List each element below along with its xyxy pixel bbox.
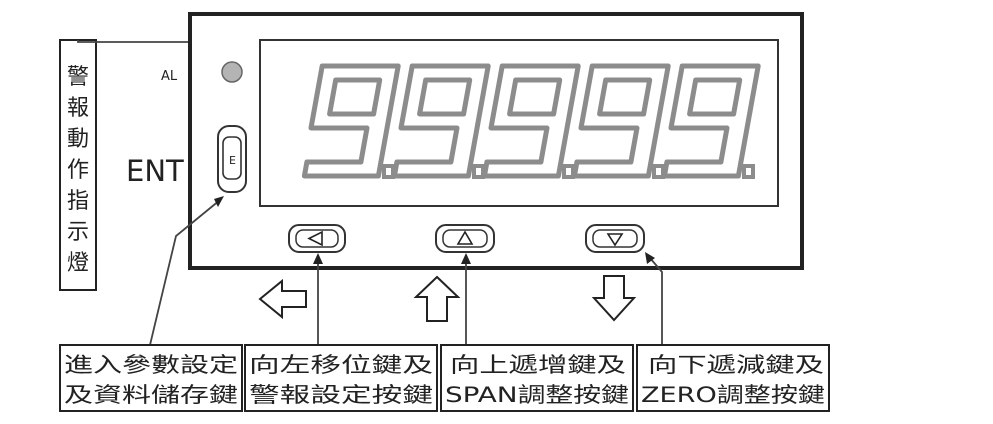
alarm-callout-char: 作 xyxy=(67,158,89,183)
display-digit xyxy=(571,63,671,179)
left-callout-line2: 警報設定按鍵 xyxy=(249,383,433,407)
alarm-callout-box xyxy=(59,39,97,291)
enter-key-inner xyxy=(222,136,242,180)
down-callout-box xyxy=(636,344,830,412)
alarm-callout-char: 燈 xyxy=(67,251,89,276)
down-callout-line2: ZERO調整按鍵 xyxy=(641,383,825,407)
enter-key-glyph: E xyxy=(229,154,236,167)
up-callout-line2: SPAN調整按鍵 xyxy=(445,383,629,407)
display-digit xyxy=(481,63,581,179)
left-leader-line xyxy=(313,253,323,345)
left-outline-arrow xyxy=(258,278,307,320)
display-digit xyxy=(661,63,761,179)
down-callout-line1: 向下遞減鍵及 xyxy=(648,353,824,377)
enter-leader-line xyxy=(149,196,224,346)
enter-callout-box xyxy=(59,344,243,412)
decimal-point xyxy=(742,164,755,179)
ent-label: ENT xyxy=(126,154,184,188)
alarm-callout-char: 報 xyxy=(67,96,89,121)
up-leader-line xyxy=(461,253,471,345)
up-callout-line1: 向上遞增鍵及 xyxy=(450,353,626,377)
triangle-down-icon xyxy=(606,233,624,247)
display-digit xyxy=(301,63,401,179)
left-callout-line1: 向左移位鍵及 xyxy=(249,353,433,377)
up-callout-box xyxy=(440,344,634,412)
triangle-left-icon xyxy=(307,230,323,247)
seven-segment-display xyxy=(301,63,761,179)
alarm-led xyxy=(221,61,243,83)
triangle-up-icon xyxy=(456,230,474,245)
alarm-callout-char: 示 xyxy=(67,220,89,245)
down-outline-arrow xyxy=(591,275,637,322)
display-digit xyxy=(391,63,491,179)
alarm-callout-char: 指 xyxy=(67,189,89,214)
up-outline-arrow xyxy=(413,275,461,322)
alarm-callout-char: 動 xyxy=(67,127,89,152)
left-callout-box xyxy=(244,344,438,412)
alarm-callout-char: 警 xyxy=(67,65,89,90)
left-key[interactable] xyxy=(288,224,346,253)
up-key[interactable] xyxy=(435,224,495,253)
down-key[interactable] xyxy=(585,224,645,253)
down-leader-line xyxy=(645,252,663,345)
enter-callout-line1: 進入參數設定 xyxy=(64,353,238,377)
al-label: AL xyxy=(161,69,178,84)
enter-callout-line2: 及資料儲存鍵 xyxy=(64,383,238,407)
